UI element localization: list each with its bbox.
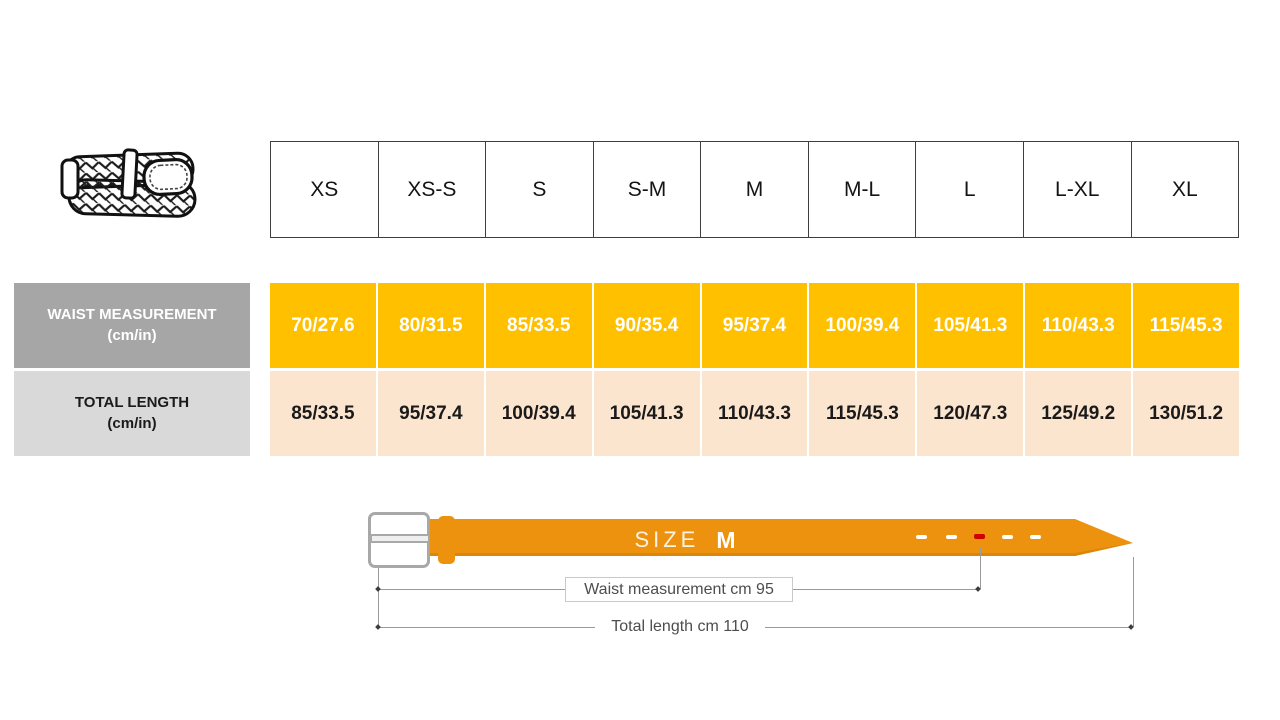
waist-row-label-text: WAIST MEASUREMENT — [47, 306, 217, 324]
waist-value-cell: 70/27.6 — [270, 283, 378, 368]
waist-row-unit: (cm/in) — [107, 326, 157, 344]
length-value-cell: 95/37.4 — [377, 371, 486, 456]
belt-hole-icon — [1030, 535, 1041, 539]
dimension-tick — [375, 624, 381, 630]
dimension-tick — [375, 586, 381, 592]
size-header-cell: XS-S — [377, 142, 486, 237]
belt-hole-icon — [946, 535, 957, 539]
size-value: M — [716, 526, 736, 553]
size-header-cell: L-XL — [1022, 142, 1131, 237]
hole-guide-line — [980, 547, 981, 589]
size-header-cell: M-L — [807, 142, 916, 237]
size-header-cell: M — [700, 142, 808, 237]
selected-hole-icon — [974, 534, 985, 539]
buckle-prong-icon — [370, 534, 430, 543]
length-annotation-text: Total length cm 110 — [611, 617, 749, 635]
waist-value-cell: 95/37.4 — [701, 283, 810, 368]
waist-row-label: WAIST MEASUREMENT (cm/in) — [14, 283, 250, 368]
size-header-cell: L — [915, 142, 1023, 237]
length-value-cell: 125/49.2 — [1025, 371, 1134, 456]
buckle-guide-line — [378, 568, 379, 629]
tip-guide-line — [1133, 557, 1134, 627]
length-row-label-text: TOTAL LENGTH — [74, 394, 190, 412]
size-header-cell: XL — [1130, 142, 1239, 237]
belt-strap — [430, 519, 1133, 556]
belt-keeper-icon — [438, 516, 455, 564]
waist-value-cell: 80/31.5 — [377, 283, 486, 368]
waist-value-cell: 115/45.3 — [1133, 283, 1240, 368]
length-value-cell: 100/39.4 — [485, 371, 594, 456]
length-row-unit: (cm/in) — [107, 414, 157, 432]
size-header-cell: S — [485, 142, 593, 237]
length-value-cell: 110/43.3 — [701, 371, 810, 456]
length-value-cell: 120/47.3 — [917, 371, 1026, 456]
length-value-cell: 115/45.3 — [809, 371, 918, 456]
waist-value-cell: 85/33.5 — [485, 283, 594, 368]
length-value-cell: 130/51.2 — [1133, 371, 1240, 456]
belt-hole-icon — [1002, 535, 1013, 539]
waist-value-cell: 90/35.4 — [593, 283, 702, 368]
waist-annotation-text: Waist measurement cm 95 — [584, 580, 774, 598]
length-row-label: TOTAL LENGTH (cm/in) — [14, 371, 250, 456]
length-value-cell: 105/41.3 — [593, 371, 702, 456]
waist-value-cell: 100/39.4 — [809, 283, 918, 368]
size-header-cell: S-M — [592, 142, 701, 237]
belt-hole-icon — [916, 535, 927, 539]
belt-size-text: SIZE M — [600, 527, 770, 553]
size-word: SIZE — [634, 527, 700, 552]
size-header-cell: XS — [310, 177, 339, 201]
braided-belt-illustration — [60, 148, 197, 218]
waist-value-cell: 105/41.3 — [917, 283, 1026, 368]
waist-value-cell: 110/43.3 — [1025, 283, 1134, 368]
length-annotation: Total length cm 110 — [595, 615, 765, 638]
length-value-cell: 85/33.5 — [270, 371, 378, 456]
waist-annotation-box: Waist measurement cm 95 — [565, 577, 793, 602]
